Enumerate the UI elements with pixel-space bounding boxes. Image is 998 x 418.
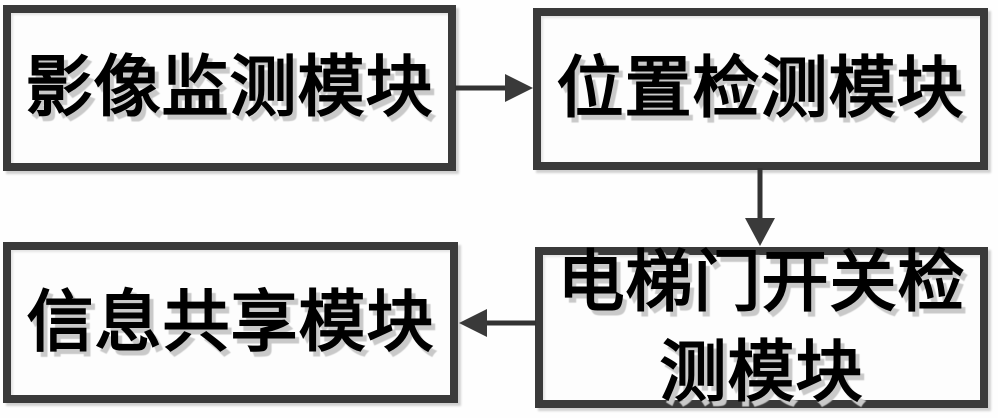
node-label-information-sharing: 信息共享模块 — [26, 285, 435, 360]
node-elevator-door-switch-detection-module: 电梯门开关检测模块 — [535, 246, 988, 410]
node-label-position-detection: 位置检测模块 — [556, 52, 965, 126]
node-label-elevator-door-switch-detection: 电梯门开关检测模块 — [557, 245, 966, 410]
node-label-image-monitoring: 影像监测模块 — [25, 51, 434, 125]
node-image-monitoring-module: 影像监测模块 — [3, 5, 456, 171]
node-information-sharing-module: 信息共享模块 — [3, 242, 458, 403]
arrow-position-to-door-icon — [745, 168, 775, 246]
arrow-door-to-information-icon — [459, 309, 536, 337]
node-position-detection-module: 位置检测模块 — [533, 8, 988, 170]
arrow-image-to-position-icon — [455, 74, 533, 102]
